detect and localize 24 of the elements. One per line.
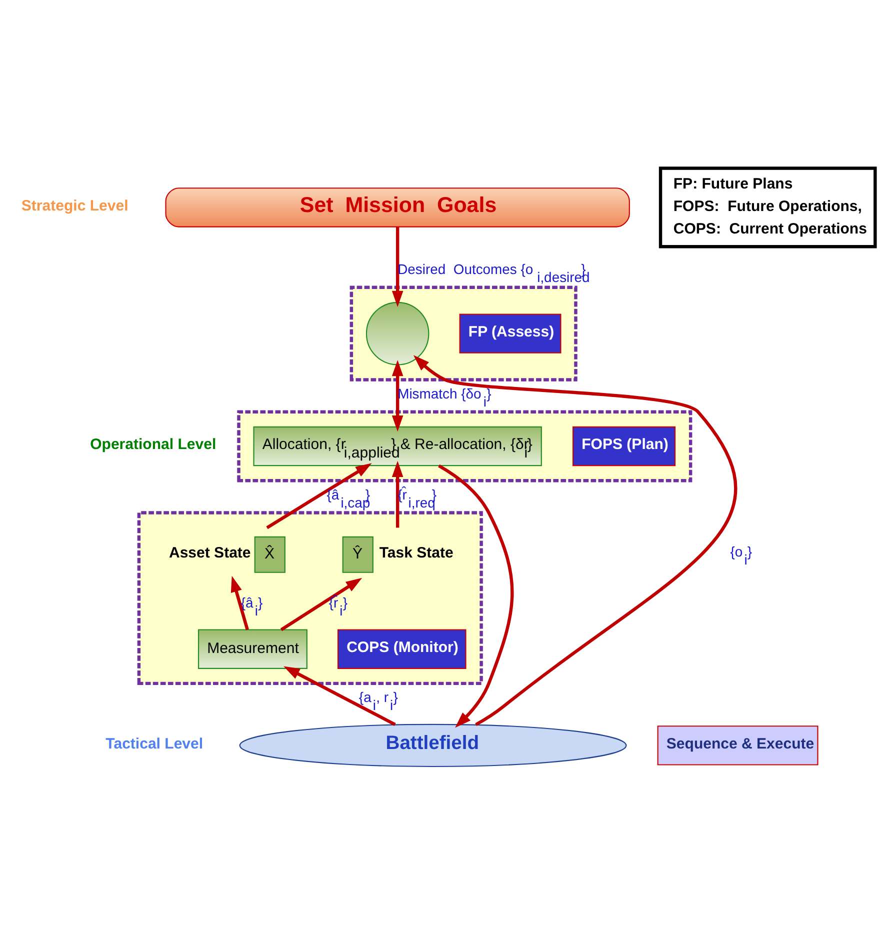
node-box: COPS (Monitor) <box>337 628 466 668</box>
node-box: FP: Future Plans FOPS: Future Operations, COPS: Current Operations <box>658 166 877 248</box>
node-box: FOPS (Plan) <box>572 426 676 466</box>
node-ellipse: Battlefield <box>239 723 627 767</box>
label: Tactical Level <box>106 734 204 752</box>
label: Operational Level <box>90 436 216 453</box>
node-box: Sequence & Execute <box>657 725 818 765</box>
node-box: Measurement <box>198 628 308 668</box>
arrow <box>284 666 396 726</box>
node-label: Task State <box>379 544 454 562</box>
node-box: FP (Assess) <box>459 313 562 353</box>
cluster <box>350 285 578 381</box>
node-circle <box>366 301 430 365</box>
label: Strategic Level <box>21 196 128 214</box>
cluster <box>137 510 483 685</box>
arrow <box>266 462 372 529</box>
arrow <box>392 359 404 432</box>
node-label: Asset State <box>168 544 251 562</box>
cluster <box>237 410 692 482</box>
arrow <box>280 577 362 631</box>
arrow <box>392 226 404 306</box>
arrow <box>413 354 738 726</box>
arrow <box>230 575 249 630</box>
node-box: Set Mission Goals <box>165 187 630 227</box>
